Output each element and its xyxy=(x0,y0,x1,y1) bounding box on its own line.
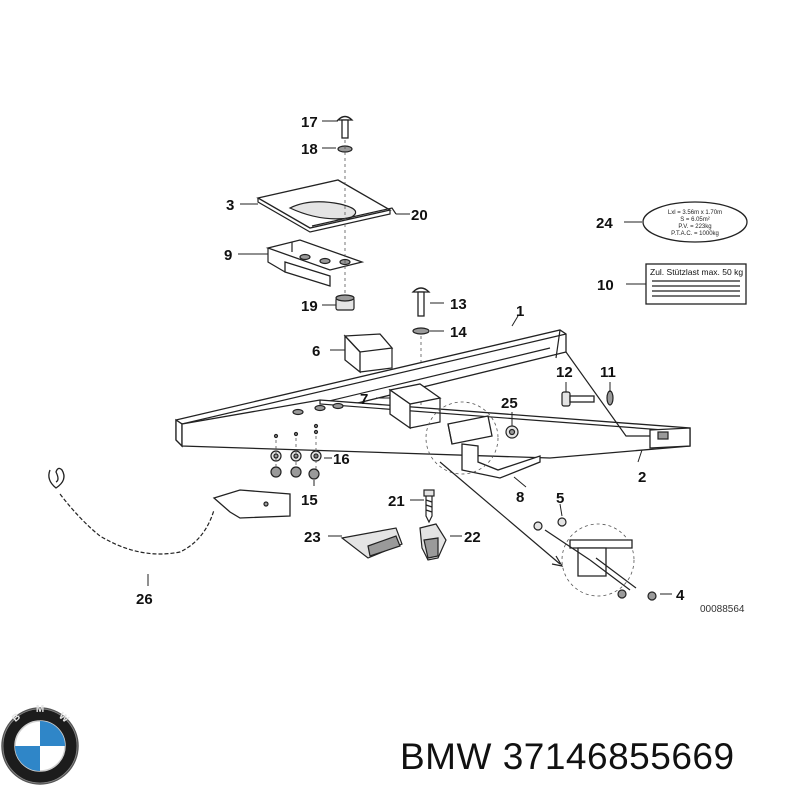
callout-1: 1 xyxy=(516,303,524,320)
callout-19: 19 xyxy=(301,298,318,315)
callout-11: 11 xyxy=(600,364,616,381)
callout-3: 3 xyxy=(226,197,234,214)
part-26-safety-chain xyxy=(48,467,291,555)
part-11-washer xyxy=(606,390,614,406)
part-22-clip xyxy=(419,523,447,561)
diagram-reference-number: 00088564 xyxy=(700,604,745,615)
callout-22: 22 xyxy=(464,529,481,546)
callout-6: 6 xyxy=(312,343,320,360)
part-9-bracket xyxy=(265,239,365,287)
part-2-side-member xyxy=(181,329,691,459)
part-19-nut xyxy=(335,294,355,311)
callout-25: 25 xyxy=(501,395,518,412)
part-10-label-plate: Zul. Stützlast max. 50 kg xyxy=(645,263,747,305)
callout-26: 26 xyxy=(136,591,153,608)
part-20-seal xyxy=(311,207,397,227)
crossbar-holes xyxy=(273,402,344,439)
callout-4: 4 xyxy=(676,587,685,604)
part-5-nuts xyxy=(533,517,567,531)
callout-12: 12 xyxy=(556,364,573,381)
part-8-bracket xyxy=(447,415,541,479)
part-23-wedge xyxy=(340,527,403,559)
label-24-line3: P.V. = 223kg xyxy=(678,224,711,230)
callout-7: 7 xyxy=(360,391,368,408)
callout-2: 2 xyxy=(638,469,646,486)
part-17-bolt xyxy=(336,115,354,139)
part-25-nut xyxy=(505,425,519,439)
part-3-cover-plate xyxy=(256,179,392,233)
detail-inset xyxy=(544,523,637,597)
part-6-bracket xyxy=(343,333,394,374)
callout-18: 18 xyxy=(301,141,318,158)
label-24-line1: Lxl = 3.56m x 1.70m xyxy=(668,210,722,216)
part-14-washer xyxy=(412,327,430,335)
callout-14: 14 xyxy=(450,324,467,341)
callout-13: 13 xyxy=(450,296,467,313)
label-24-line2: S = 6.05m² xyxy=(680,217,710,223)
callout-9: 9 xyxy=(224,247,232,264)
callout-23: 23 xyxy=(304,529,321,546)
callout-16: 16 xyxy=(333,451,350,468)
callout-20: 20 xyxy=(411,207,428,224)
callout-17: 17 xyxy=(301,114,318,131)
callout-15: 15 xyxy=(301,492,318,509)
part-12-bolt xyxy=(561,391,595,407)
label-10-text: Zul. Stützlast max. 50 kg xyxy=(650,267,743,277)
brand-part-number: BMW 37146855669 xyxy=(400,736,735,777)
callout-8: 8 xyxy=(516,489,524,506)
callout-24: 24 xyxy=(596,215,613,232)
part-7-bracket xyxy=(388,383,442,430)
part-4-bolts xyxy=(617,589,657,601)
part-13-bolt xyxy=(411,287,431,317)
callout-21: 21 xyxy=(388,493,405,510)
callout-5: 5 xyxy=(556,490,564,507)
part-21-screw xyxy=(423,489,435,524)
svg-text:M: M xyxy=(36,704,44,715)
label-24-line4: P.T.A.C. = 1000kg xyxy=(671,231,719,237)
callout-10: 10 xyxy=(597,277,614,294)
part-24-label: Lxl = 3.56m x 1.70m S = 6.05m² P.V. = 22… xyxy=(642,201,748,243)
part-15-bolts xyxy=(270,466,320,480)
bmw-logo: B M W xyxy=(1,704,79,785)
